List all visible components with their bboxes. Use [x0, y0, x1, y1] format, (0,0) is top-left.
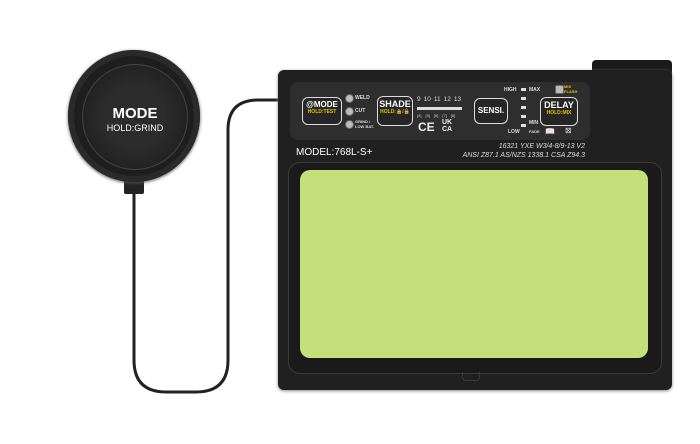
cut-label: CUT	[355, 108, 366, 114]
shade-10: 10	[423, 96, 431, 103]
mix-flash-led	[555, 85, 564, 94]
spec-line-1: 16321 YXE W3/4-8/9-13 V2	[498, 143, 585, 150]
shade-sub: [4]	[417, 113, 422, 118]
knob-face: MODE HOLD:GRIND	[82, 64, 188, 170]
shade-9: 9	[417, 96, 421, 103]
scale-low: LOW	[508, 129, 520, 135]
mode-hold: HOLD:TEST	[307, 109, 337, 115]
sensi-button[interactable]: SENSI.	[474, 98, 508, 124]
knob-title: MODE	[112, 105, 158, 122]
mode-button[interactable]: @MODE HOLD:TEST	[302, 97, 342, 125]
weld-led	[345, 94, 354, 103]
shade-11: 11	[433, 96, 441, 103]
shade-sub: [5]	[425, 113, 430, 118]
control-label: @MODE HOLD:TEST WELD CUT GRIND / LOW BAT…	[290, 82, 590, 140]
scale-fade: FADE	[529, 129, 540, 134]
viewing-lens	[300, 170, 648, 358]
shade-numbers: 9 10 11 12 13	[417, 96, 461, 103]
mode-label: @MODE	[306, 100, 338, 109]
sensitivity-scale	[521, 88, 526, 130]
ukca-mark: UK CA	[442, 119, 453, 133]
shade-label: SHADE	[379, 99, 411, 109]
sensi-label: SENSI.	[477, 106, 505, 115]
remote-mode-knob[interactable]: MODE HOLD:GRIND	[68, 50, 200, 182]
shade-sub: [8]	[450, 113, 456, 118]
weld-label: WELD	[355, 95, 370, 101]
shade-12: 12	[443, 96, 451, 103]
cut-led	[345, 107, 354, 116]
delay-label: DELAY	[544, 100, 574, 110]
manual-icon: 📖	[545, 127, 555, 136]
shade-sub: [6]	[433, 113, 439, 118]
delay-button[interactable]: DELAY HOLD:MIX	[540, 97, 578, 126]
remote-cable-strain-relief	[124, 180, 144, 194]
mix-flash-label: MIX FLASH	[564, 84, 578, 94]
knob-subtitle: HOLD:GRIND	[106, 123, 164, 133]
shade-indicator-bar	[417, 107, 462, 110]
shade-sub: [7]	[442, 113, 447, 118]
shade-sub-numbers: [4] [5] [6] [7] [8]	[417, 113, 455, 118]
bottom-notch	[462, 372, 480, 381]
shade-hold: HOLD:🔒/🔓	[380, 109, 410, 115]
model-label: MODEL:768L-S+	[296, 147, 373, 158]
scale-max: MAX	[529, 87, 541, 93]
delay-hold: HOLD:MIX	[546, 110, 572, 116]
grind-led	[345, 120, 354, 129]
scale-min: MIN	[529, 120, 539, 126]
spec-line-2: ANSI Z87.1 AS/NZS 1338.1 CSA Z94.3	[462, 152, 585, 159]
shade-button[interactable]: SHADE HOLD:🔒/🔓	[377, 96, 413, 126]
grind-label: GRIND / LOW BAT.	[355, 119, 375, 129]
weee-bin-icon: ⊠	[565, 126, 572, 135]
shade-13: 13	[453, 96, 462, 103]
ce-mark: CE	[418, 120, 435, 134]
scale-high: HIGH	[504, 87, 517, 93]
